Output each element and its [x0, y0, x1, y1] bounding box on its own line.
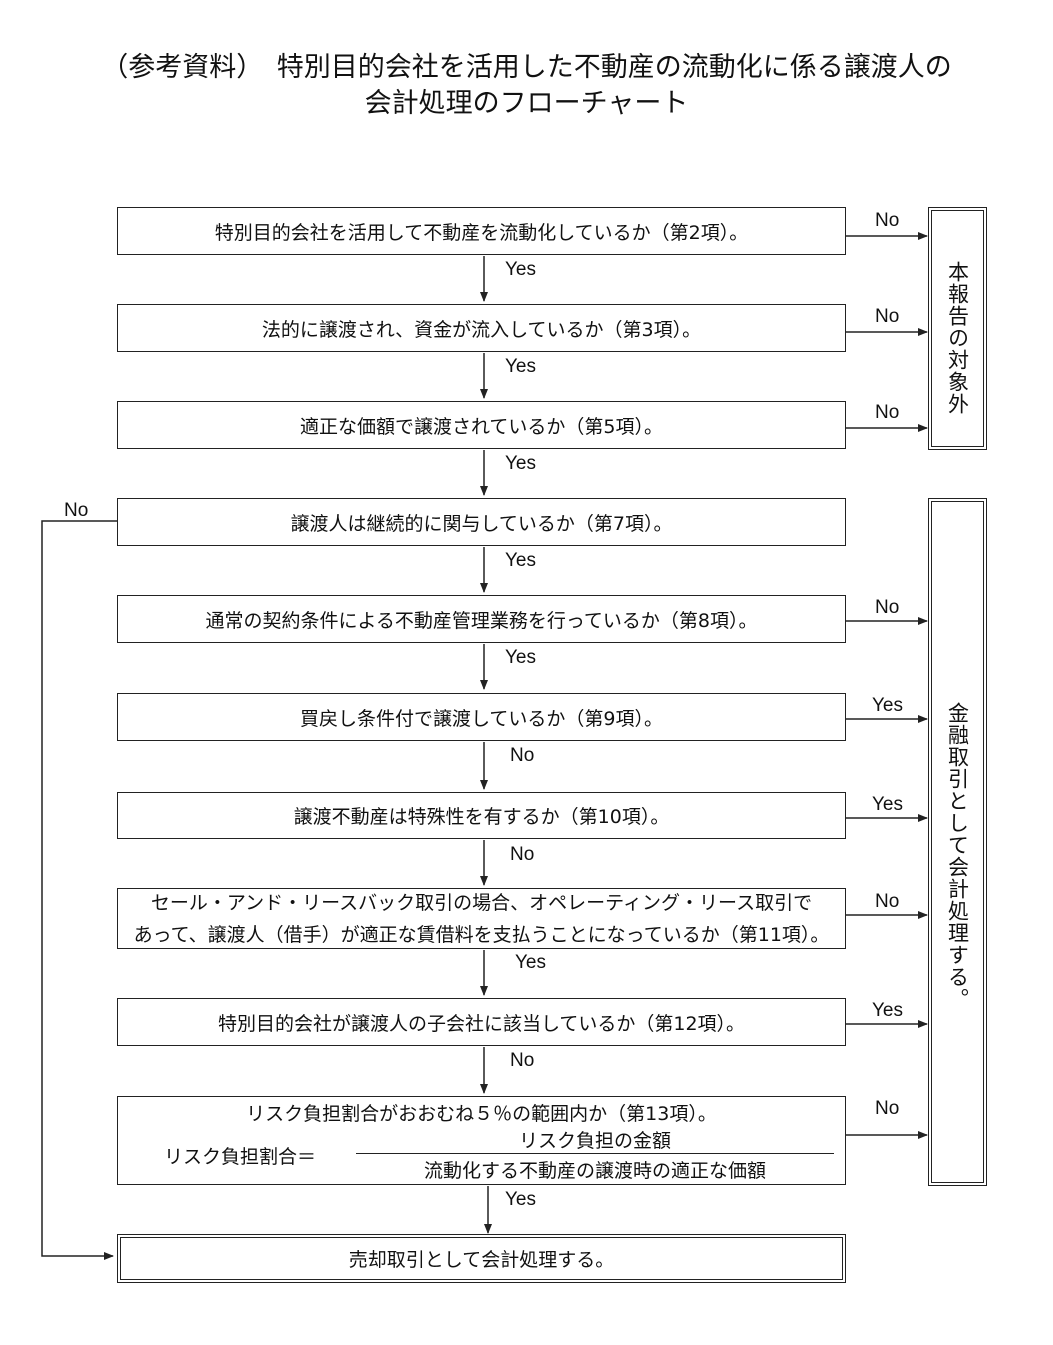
step-5-text: 通常の契約条件による不動産管理業務を行っているか（第8項）。 [205, 609, 758, 632]
down-label-8: Yes [515, 952, 546, 973]
step-box-8: セール・アンド・リースバック取引の場合、オペレーティング・リース取引で あって、… [117, 888, 846, 949]
out-of-scope-box: 本報告の対象外 [928, 207, 987, 450]
right-label-2: No [875, 306, 900, 327]
step-4-text: 譲渡人は継続的に関与しているか（第7項）。 [290, 512, 673, 535]
step-6-text: 買戻し条件付で譲渡しているか（第9項）。 [299, 707, 664, 730]
down-label-3: Yes [505, 453, 536, 474]
right-label-10: No [875, 1098, 900, 1119]
down-label-4: Yes [505, 550, 536, 571]
step-9-text: 特別目的会社が譲渡人の子会社に該当しているか（第12項）。 [217, 1012, 746, 1035]
step-2-text: 法的に譲渡され、資金が流入しているか（第3項）。 [261, 318, 702, 341]
left-label: No [64, 500, 89, 521]
right-label-7: Yes [872, 794, 903, 815]
right-label-1: No [875, 210, 900, 231]
down-label-7: No [510, 844, 535, 865]
step-box-3: 適正な価額で譲渡されているか（第5項）。 [117, 401, 846, 449]
right-label-3: No [875, 402, 900, 423]
step-box-4: 譲渡人は継続的に関与しているか（第7項）。 [117, 498, 846, 546]
right-label-9: Yes [872, 1000, 903, 1021]
step-box-6: 買戻し条件付で譲渡しているか（第9項）。 [117, 693, 846, 741]
right-label-5: No [875, 597, 900, 618]
right-label-8: No [875, 891, 900, 912]
down-label-1: Yes [505, 259, 536, 280]
final-box-text: 売却取引として会計処理する。 [348, 1249, 615, 1271]
title-line-1: （参考資料） 特別目的会社を活用した不動産の流動化に係る譲渡人の [101, 52, 952, 83]
step-8-text-line-2: あって、譲渡人（借手）が適正な賃借料を支払うことになっているか（第11項）。 [133, 923, 830, 946]
financial-transaction-box: 金融取引として会計処理する。 [928, 498, 987, 1186]
formula-numerator: リスク負担の金額 [518, 1130, 671, 1152]
step-7-text: 譲渡不動産は特殊性を有するか（第10項）。 [293, 806, 670, 828]
step-box-7: 譲渡不動産は特殊性を有するか（第10項）。 [117, 792, 846, 839]
fraction-bar [356, 1153, 834, 1154]
down-label-5: Yes [505, 647, 536, 668]
final-box: 売却取引として会計処理する。 [117, 1234, 846, 1283]
financial-transaction-text: 金融取引として会計処理する。 [945, 702, 970, 1010]
step-box-1: 特別目的会社を活用して不動産を流動化しているか（第2項）。 [117, 207, 846, 255]
step-box-9: 特別目的会社が譲渡人の子会社に該当しているか（第12項）。 [117, 998, 846, 1046]
formula-label: リスク負担割合＝ [164, 1146, 317, 1168]
down-label-10: Yes [505, 1189, 536, 1210]
step-box-10: リスク負担割合がおおむね５％の範囲内か（第13項）。 [117, 1096, 846, 1185]
down-label-9: No [510, 1050, 535, 1071]
step-3-text: 適正な価額で譲渡されているか（第5項）。 [299, 415, 664, 438]
left-loop-arrow [41, 520, 117, 1260]
title-line-2: 会計処理のフローチャート [364, 88, 689, 119]
step-10-text: リスク負担割合がおおむね５％の範囲内か（第13項）。 [246, 1103, 717, 1125]
step-8-text-line-1: セール・アンド・リースバック取引の場合、オペレーティング・リース取引で [150, 891, 813, 914]
out-of-scope-text: 本報告の対象外 [945, 261, 970, 415]
down-label-6: No [510, 745, 535, 766]
step-box-5: 通常の契約条件による不動産管理業務を行っているか（第8項）。 [117, 595, 846, 643]
right-label-6: Yes [872, 695, 903, 716]
formula-denominator: 流動化する不動産の譲渡時の適正な価額 [423, 1160, 766, 1182]
down-label-2: Yes [505, 356, 536, 377]
step-1-text: 特別目的会社を活用して不動産を流動化しているか（第2項）。 [214, 221, 749, 244]
step-box-2: 法的に譲渡され、資金が流入しているか（第3項）。 [117, 304, 846, 352]
